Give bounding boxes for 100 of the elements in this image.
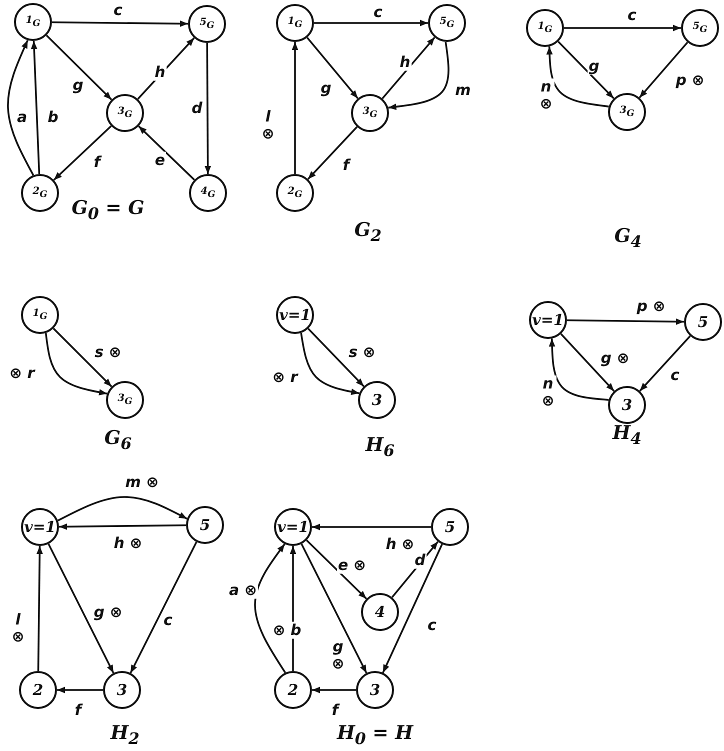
edge-label: d xyxy=(190,100,204,116)
edge-label: h xyxy=(154,64,166,80)
arrow xyxy=(44,332,108,396)
node-circle xyxy=(106,94,144,132)
arrow xyxy=(52,328,112,388)
node-label: 3 xyxy=(372,392,382,408)
node-label: v=1 xyxy=(279,308,311,322)
node-label: 1$_{G}$ xyxy=(538,22,552,34)
arrow xyxy=(308,328,364,387)
node-label: 3$_{G}$ xyxy=(118,394,132,406)
node-label: 1$_{G}$ xyxy=(26,16,40,28)
node-label: 2$_{G}$ xyxy=(288,186,302,200)
node-circle xyxy=(21,174,59,212)
node-label: 2 xyxy=(32,682,44,698)
node-label: v=1 xyxy=(532,312,564,328)
node-circle xyxy=(186,506,224,544)
arrow xyxy=(52,20,188,27)
node-circle xyxy=(358,381,396,419)
edge-label: h ⊗ xyxy=(384,536,416,552)
arrow xyxy=(307,126,358,180)
edge-label: e xyxy=(154,152,166,168)
node-label: 3 xyxy=(370,682,380,698)
node-label: 2$_{G}$ xyxy=(32,186,48,200)
graph-caption: G$_{0}$ = G xyxy=(72,197,144,223)
node-label: v=1 xyxy=(24,520,56,534)
node-circle xyxy=(361,593,399,631)
node-circle xyxy=(529,301,567,339)
edge-label: d xyxy=(414,552,426,568)
arrow xyxy=(306,540,368,600)
node-label: 1$_{G}$ xyxy=(288,16,302,30)
node-label: 3$_{G}$ xyxy=(118,106,132,120)
arrow xyxy=(639,335,691,392)
node-circle xyxy=(526,9,564,47)
graph-caption: G$_{4}$ xyxy=(614,225,642,251)
edge-label: h xyxy=(398,54,412,70)
arrow xyxy=(7,40,34,176)
arrow xyxy=(36,546,43,671)
arrow xyxy=(53,125,112,181)
node-label: 5 xyxy=(444,520,456,534)
graph-caption: H$_{0}$ = H xyxy=(336,722,414,748)
node-label: 5$_{G}$ xyxy=(200,18,214,30)
node-circle xyxy=(274,508,312,546)
graph-caption: H$_{6}$ xyxy=(366,434,394,460)
arrow xyxy=(300,332,360,395)
edge-label: h ⊗ xyxy=(112,534,144,552)
arrow xyxy=(58,523,186,530)
node-circle xyxy=(276,4,314,42)
arrow xyxy=(388,42,450,110)
arrow xyxy=(48,544,114,674)
node-label: 4 xyxy=(374,604,386,620)
node-label: 3 xyxy=(622,398,632,412)
node-label: 5 xyxy=(698,314,708,330)
arrow xyxy=(204,43,212,174)
node-circle xyxy=(274,671,312,709)
edge-label: ⊗ b xyxy=(272,622,302,638)
arrow xyxy=(566,318,684,325)
arrow xyxy=(137,37,195,100)
arrow xyxy=(312,524,431,530)
node-circle xyxy=(21,296,59,334)
arrow xyxy=(254,544,286,674)
node-circle xyxy=(188,5,226,43)
arrow xyxy=(300,544,368,674)
node-circle xyxy=(356,671,394,709)
node-label: 5$_{G}$ xyxy=(692,22,708,34)
node-label: 3 xyxy=(116,682,128,698)
node-circle xyxy=(276,296,314,334)
node-circle xyxy=(106,381,144,419)
node-label: 1$_{G}$ xyxy=(32,308,48,322)
arrow xyxy=(312,686,356,694)
node-circle xyxy=(608,386,646,424)
node-circle xyxy=(684,303,722,341)
arrow xyxy=(57,496,188,522)
arrow xyxy=(546,46,609,108)
node-label: 3$_{G}$ xyxy=(620,106,634,118)
arrow xyxy=(292,42,298,174)
arrow xyxy=(57,686,103,694)
arrow xyxy=(564,24,681,32)
arrow xyxy=(558,40,614,100)
arrow xyxy=(638,42,688,98)
arrow xyxy=(314,20,428,26)
node-label: v=1 xyxy=(277,520,309,534)
arrow xyxy=(560,333,615,392)
node-circle xyxy=(14,3,52,41)
arrow xyxy=(30,40,40,174)
node-circle xyxy=(103,671,141,709)
node-label: 2 xyxy=(288,682,298,698)
node-circle xyxy=(608,93,646,131)
graph-caption: G$_{2}$ xyxy=(354,219,382,245)
node-circle xyxy=(351,94,389,132)
arrow xyxy=(46,34,112,100)
node-label: 5$_{G}$ xyxy=(440,16,454,30)
node-circle xyxy=(21,508,59,546)
node-label: 5 xyxy=(200,518,210,532)
graph-caption: H$_{4}$ xyxy=(612,422,642,448)
node-label: 3$_{G}$ xyxy=(362,106,378,120)
arrow xyxy=(306,37,359,99)
node-circle xyxy=(276,174,314,212)
graph-caption: G$_{6}$ xyxy=(104,427,132,453)
arrow xyxy=(130,542,198,674)
arrow xyxy=(382,36,436,100)
